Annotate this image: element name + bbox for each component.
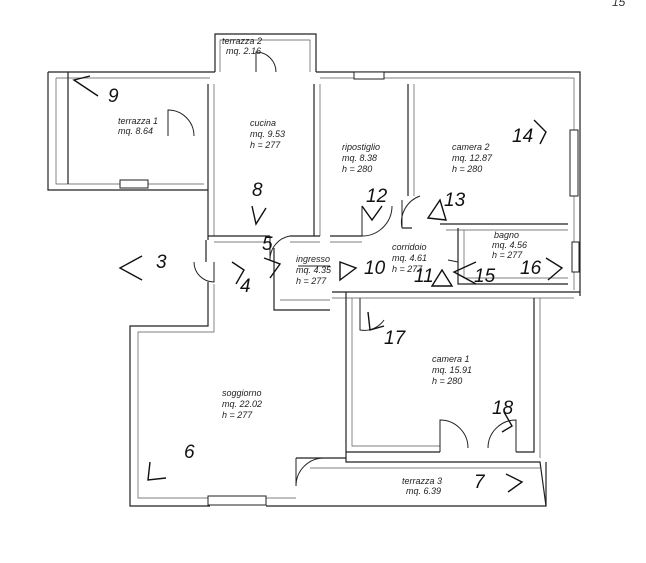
marker-16: 16 bbox=[520, 258, 542, 279]
room-terrazza-1: terrazza 1 mq. 8.64 bbox=[118, 116, 158, 136]
windows bbox=[119, 71, 580, 506]
svg-text:camera 2: camera 2 bbox=[452, 142, 490, 152]
arrow-9 bbox=[72, 75, 99, 97]
svg-text:soggiorno: soggiorno bbox=[222, 388, 262, 398]
marker-13: 13 bbox=[444, 190, 466, 211]
arrow-4 bbox=[231, 261, 245, 285]
page-number: 15 bbox=[612, 0, 626, 9]
svg-text:mq. 4.61: mq. 4.61 bbox=[392, 253, 427, 263]
arrow-16 bbox=[545, 257, 564, 281]
marker-10: 10 bbox=[364, 258, 386, 279]
svg-text:mq. 6.39: mq. 6.39 bbox=[406, 486, 441, 496]
arrow-18 bbox=[501, 411, 513, 433]
marker-8: 8 bbox=[252, 180, 263, 201]
svg-text:mq. 4.56: mq. 4.56 bbox=[492, 240, 527, 250]
room-labels: terrazza 2 mq. 2.16 terrazza 1 mq. 8.64 … bbox=[118, 36, 527, 496]
marker-3: 3 bbox=[156, 252, 167, 273]
arrow-11 bbox=[430, 268, 454, 287]
svg-text:mq. 15.91: mq. 15.91 bbox=[432, 365, 472, 375]
svg-text:ingresso: ingresso bbox=[296, 254, 330, 264]
view-arrows bbox=[72, 75, 564, 493]
room-ingresso: ingresso mq. 4.35 h = 277 bbox=[296, 254, 332, 286]
marker-7: 7 bbox=[474, 472, 486, 493]
room-corridoio: corridoio mq. 4.61 h = 277 bbox=[392, 242, 427, 274]
svg-text:corridoio: corridoio bbox=[392, 242, 427, 252]
room-terrazza-3: terrazza 3 mq. 6.39 bbox=[402, 476, 442, 496]
arrow-17 bbox=[367, 311, 385, 331]
arrow-10 bbox=[339, 260, 358, 282]
svg-text:h = 277: h = 277 bbox=[296, 276, 327, 286]
marker-12: 12 bbox=[366, 186, 388, 207]
arrow-14 bbox=[533, 119, 547, 145]
room-cucina: cucina mq. 9.53 h = 277 bbox=[250, 118, 285, 150]
marker-15: 15 bbox=[474, 266, 496, 287]
room-soggiorno: soggiorno mq. 22.02 h = 277 bbox=[222, 388, 262, 420]
marker-17: 17 bbox=[384, 328, 407, 349]
room-bagno: bagno mq. 4.56 h = 277 bbox=[492, 230, 527, 260]
arrow-6 bbox=[147, 461, 167, 481]
svg-text:h = 280: h = 280 bbox=[432, 376, 462, 386]
svg-text:h = 280: h = 280 bbox=[452, 164, 482, 174]
room-ripostiglio: ripostiglio mq. 8.38 h = 280 bbox=[342, 142, 380, 174]
svg-text:bagno: bagno bbox=[494, 230, 519, 240]
svg-text:camera 1: camera 1 bbox=[432, 354, 470, 364]
marker-4: 4 bbox=[240, 276, 251, 297]
svg-text:mq. 22.02: mq. 22.02 bbox=[222, 399, 262, 409]
arrow-15 bbox=[452, 261, 477, 285]
arrow-8 bbox=[251, 205, 267, 226]
arrow-13 bbox=[426, 198, 447, 221]
svg-text:h = 277: h = 277 bbox=[392, 264, 423, 274]
arrow-3 bbox=[118, 255, 143, 281]
svg-text:h = 280: h = 280 bbox=[342, 164, 372, 174]
svg-text:ripostiglio: ripostiglio bbox=[342, 142, 380, 152]
arrow-12 bbox=[361, 205, 383, 222]
svg-text:mq. 4.35: mq. 4.35 bbox=[296, 265, 332, 275]
svg-text:mq. 12.87: mq. 12.87 bbox=[452, 153, 493, 163]
marker-9: 9 bbox=[108, 86, 119, 107]
svg-text:mq. 8.38: mq. 8.38 bbox=[342, 153, 377, 163]
room-camera-1: camera 1 mq. 15.91 h = 280 bbox=[432, 354, 472, 386]
svg-text:terrazza 2: terrazza 2 bbox=[222, 36, 262, 46]
svg-text:cucina: cucina bbox=[250, 118, 276, 128]
arrow-5 bbox=[263, 257, 282, 279]
marker-11: 11 bbox=[414, 266, 434, 287]
svg-text:terrazza 3: terrazza 3 bbox=[402, 476, 442, 486]
room-camera-2: camera 2 mq. 12.87 h = 280 bbox=[452, 142, 493, 174]
svg-text:mq. 9.53: mq. 9.53 bbox=[250, 129, 285, 139]
svg-text:mq. 8.64: mq. 8.64 bbox=[118, 126, 153, 136]
marker-numbers: 9 8 3 4 5 10 12 13 14 11 15 16 17 18 6 7 bbox=[108, 86, 542, 493]
marker-6: 6 bbox=[184, 442, 195, 463]
svg-text:h = 277: h = 277 bbox=[222, 410, 253, 420]
svg-text:terrazza 1: terrazza 1 bbox=[118, 116, 158, 126]
svg-text:h = 277: h = 277 bbox=[492, 250, 523, 260]
marker-14: 14 bbox=[512, 126, 533, 147]
room-terrazza-2: terrazza 2 mq. 2.16 bbox=[222, 36, 262, 56]
arrow-7 bbox=[505, 473, 524, 493]
svg-text:mq. 2.16: mq. 2.16 bbox=[226, 46, 261, 56]
svg-text:h = 277: h = 277 bbox=[250, 140, 281, 150]
walls bbox=[47, 33, 581, 507]
marker-5: 5 bbox=[262, 234, 273, 255]
marker-18: 18 bbox=[492, 398, 514, 419]
